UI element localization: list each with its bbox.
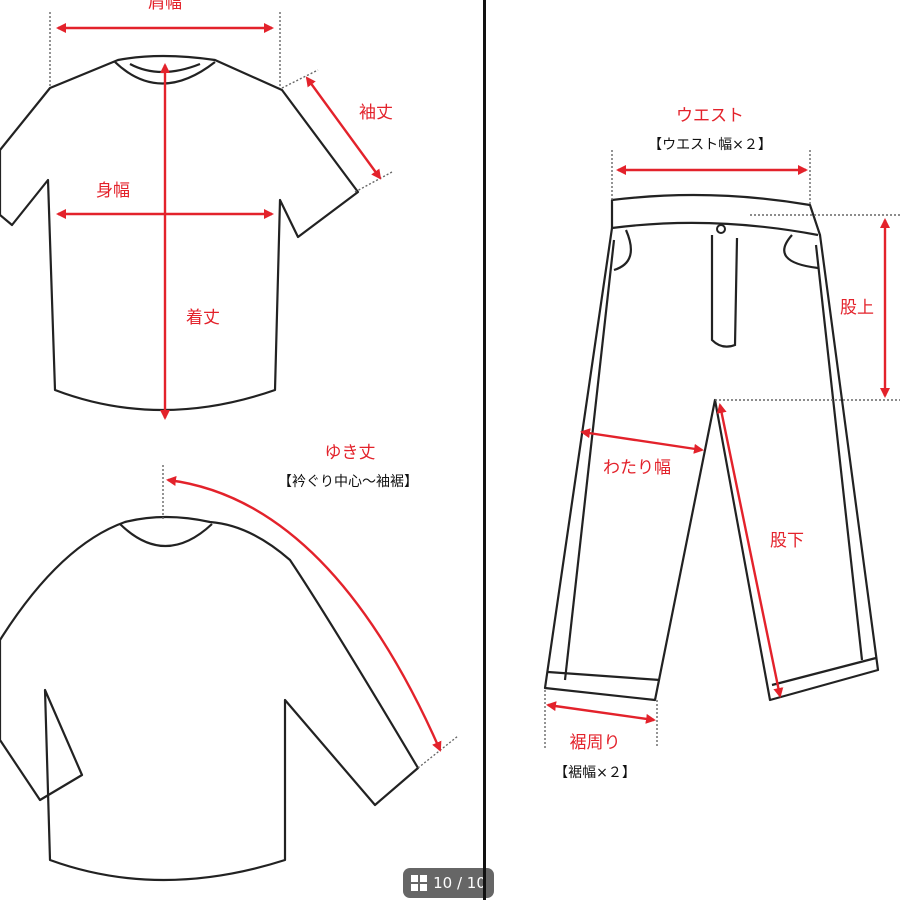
- label-body-width: 身幅: [96, 181, 130, 201]
- longsleeve-drawing: ゆき丈 【衿ぐり中心～袖裾】: [0, 443, 459, 882]
- label-thigh-width: わたり幅: [603, 458, 671, 478]
- label-hem-note: 【裾幅×２】: [554, 765, 636, 781]
- grid-icon: [411, 875, 428, 891]
- label-yuki-note: 【衿ぐり中心～袖裾】: [278, 474, 418, 490]
- label-inseam: 股下: [770, 531, 804, 551]
- label-waist: ウエスト: [676, 106, 744, 126]
- label-shoulder-width: 肩幅: [148, 0, 182, 13]
- label-rise: 股上: [840, 298, 874, 318]
- label-waist-note: 【ウエスト幅×２】: [648, 137, 772, 153]
- page-counter-badge[interactable]: 10 / 10: [403, 868, 494, 898]
- label-hem-circumference: 裾周り: [570, 733, 621, 753]
- label-sleeve-length: 袖丈: [359, 103, 393, 123]
- tshirt-drawing: 肩幅 袖丈 身幅 着丈: [0, 0, 393, 420]
- pants-drawing: ウエスト 【ウエスト幅×２】 股上 わたり幅 股下 裾周り 【裾幅×２】: [543, 106, 900, 781]
- panel-divider: [483, 0, 486, 900]
- page-counter-text: 10 / 10: [433, 874, 486, 892]
- label-body-length: 着丈: [186, 308, 220, 328]
- label-yuki-length: ゆき丈: [325, 443, 376, 463]
